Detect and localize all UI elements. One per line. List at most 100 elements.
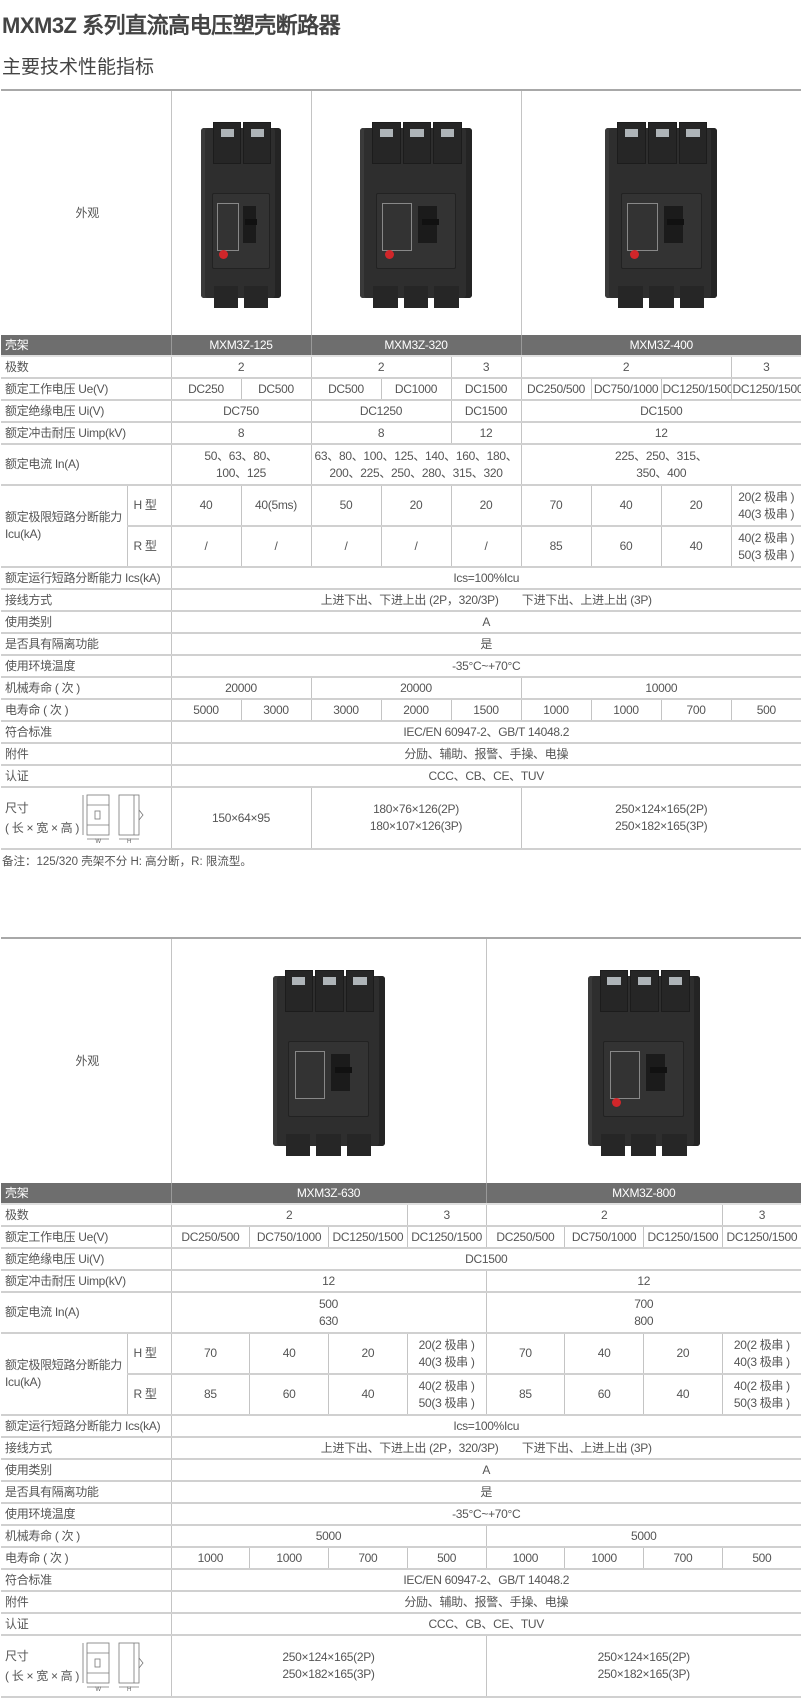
bottom-terminal — [662, 1134, 687, 1156]
spec-value: 40 — [643, 1374, 723, 1416]
spec-value: 40(5ms) — [240, 485, 311, 527]
bottom-terminal — [373, 286, 398, 308]
width-label: W — [95, 839, 101, 844]
spec-value: 2 — [170, 1204, 408, 1227]
breaker-product-image — [360, 122, 472, 308]
spec-value: DC250/500 — [170, 1226, 250, 1249]
spec-value: DC1500 — [520, 400, 802, 423]
terminal-screw — [607, 977, 621, 985]
handle-lever — [649, 1066, 667, 1074]
terminal-screw — [379, 129, 393, 137]
spec-value: 20(2 极串 ) 40(3 极串 ) — [406, 1333, 486, 1375]
spec-subtype: R 型 — [126, 1374, 171, 1416]
front-panel — [603, 1040, 685, 1118]
product-image-cell — [485, 938, 801, 1183]
spec-value: / — [380, 526, 451, 568]
spec-value: 分励、辅助、报警、手操、电操 — [170, 743, 802, 766]
spec-value: 500 — [406, 1547, 486, 1570]
spec-value: -35°C~+70°C — [170, 1503, 801, 1526]
spec-value: 70 — [170, 1333, 250, 1375]
spec-subtype: R 型 — [126, 526, 171, 568]
spec-value: / — [310, 526, 381, 568]
spec-value: 2 — [520, 356, 732, 379]
spec-row: 额定运行短路分断能力 Ics(kA)Ics=100%Icu — [1, 567, 802, 590]
terminal-screw — [655, 129, 669, 137]
terminal-screw — [220, 129, 234, 137]
spec-value: 85 — [485, 1374, 565, 1416]
spec-value: 70 — [485, 1333, 565, 1375]
spec-value: CCC、CB、CE、TUV — [170, 1613, 801, 1636]
bottom-terminal — [679, 286, 705, 308]
terminal-screw — [322, 977, 337, 985]
spec-subtype: H 型 — [126, 485, 171, 527]
spec-row: 接线方式上进下出、下进上出 (2P，320/3P) 下进下出、上进上出 (3P) — [1, 1437, 801, 1460]
spec-value: 10000 — [520, 677, 802, 700]
spec-value: 40 — [249, 1333, 329, 1375]
spec-value: 150×64×95 — [170, 787, 311, 850]
spec-value: 1000 — [485, 1547, 565, 1570]
spec-label: 额定绝缘电压 Ui(V) — [1, 1248, 171, 1271]
frame-model: MXM3Z-630 — [170, 1183, 486, 1205]
spec-value: 180×76×126(2P) 180×107×126(3P) — [310, 787, 522, 850]
bottom-terminal — [244, 286, 268, 308]
spec-row: 额定运行短路分断能力 Ics(kA)Ics=100%Icu — [1, 1415, 801, 1438]
terminal — [213, 122, 241, 164]
spec-value: 70 — [520, 485, 592, 527]
spec-value: 5000 — [170, 699, 241, 722]
spec-row: 使用环境温度-35°C~+70°C — [1, 655, 802, 678]
operating-handle — [418, 205, 440, 243]
spec-value: 40 — [564, 1333, 644, 1375]
operating-handle — [330, 1053, 352, 1091]
spec-value: 2 — [485, 1204, 723, 1227]
appearance-label: 外观 — [75, 205, 100, 220]
spec-value: 63、80、100、125、140、160、180、 200、225、250、2… — [310, 444, 522, 486]
spec-value: CCC、CB、CE、TUV — [170, 765, 802, 788]
spec-value: 2000 — [380, 699, 451, 722]
spec-value: 是 — [170, 633, 802, 656]
spec-label: 机械寿命 ( 次 ) — [1, 677, 171, 700]
spec-value: 8 — [310, 422, 451, 445]
spec-subtype: H 型 — [126, 1333, 171, 1375]
front-panel — [375, 192, 457, 270]
spec-value: IEC/EN 60947-2、GB/T 14048.2 — [170, 721, 802, 744]
spec-label: 额定运行短路分断能力 Ics(kA) — [1, 1415, 171, 1438]
terminal-screw — [638, 977, 652, 985]
terminal — [661, 970, 690, 1012]
spec-value: / — [170, 526, 241, 568]
spec-value: 12 — [485, 1270, 801, 1293]
spec-value: DC1250/1500 — [660, 378, 732, 401]
spec-value: 分励、辅助、报警、手操、电操 — [170, 1591, 801, 1614]
push-to-trip-button — [218, 250, 228, 260]
appearance-row: 外观 — [1, 938, 801, 1183]
spec-label: 额定冲击耐压 Uimp(kV) — [1, 422, 171, 445]
terminal-screw — [440, 129, 455, 137]
spec-value: 5000 — [485, 1525, 801, 1548]
bottom-terminal — [631, 1134, 657, 1156]
spec-value: 225、250、315、 350、400 — [520, 444, 802, 486]
height-label: H — [127, 1687, 131, 1692]
spec-value: 40 — [328, 1374, 408, 1416]
spec-value: DC1500 — [450, 400, 522, 423]
spec-value: 700 800 — [485, 1292, 801, 1334]
operating-handle — [646, 1053, 667, 1091]
spec-label: 电寿命 ( 次 ) — [1, 699, 171, 722]
spec-label: 额定电流 In(A) — [1, 1292, 171, 1334]
appearance-label: 外观 — [75, 1053, 100, 1068]
spec-value: A — [170, 611, 802, 634]
spec-value: 40(2 极串 ) 50(3 极串 ) — [721, 1374, 801, 1416]
spec-value: 50 — [310, 485, 381, 527]
spec-value: 2 — [310, 356, 451, 379]
spec-row: 是否具有隔离功能是 — [1, 1481, 801, 1504]
spec-value: 20 — [450, 485, 522, 527]
